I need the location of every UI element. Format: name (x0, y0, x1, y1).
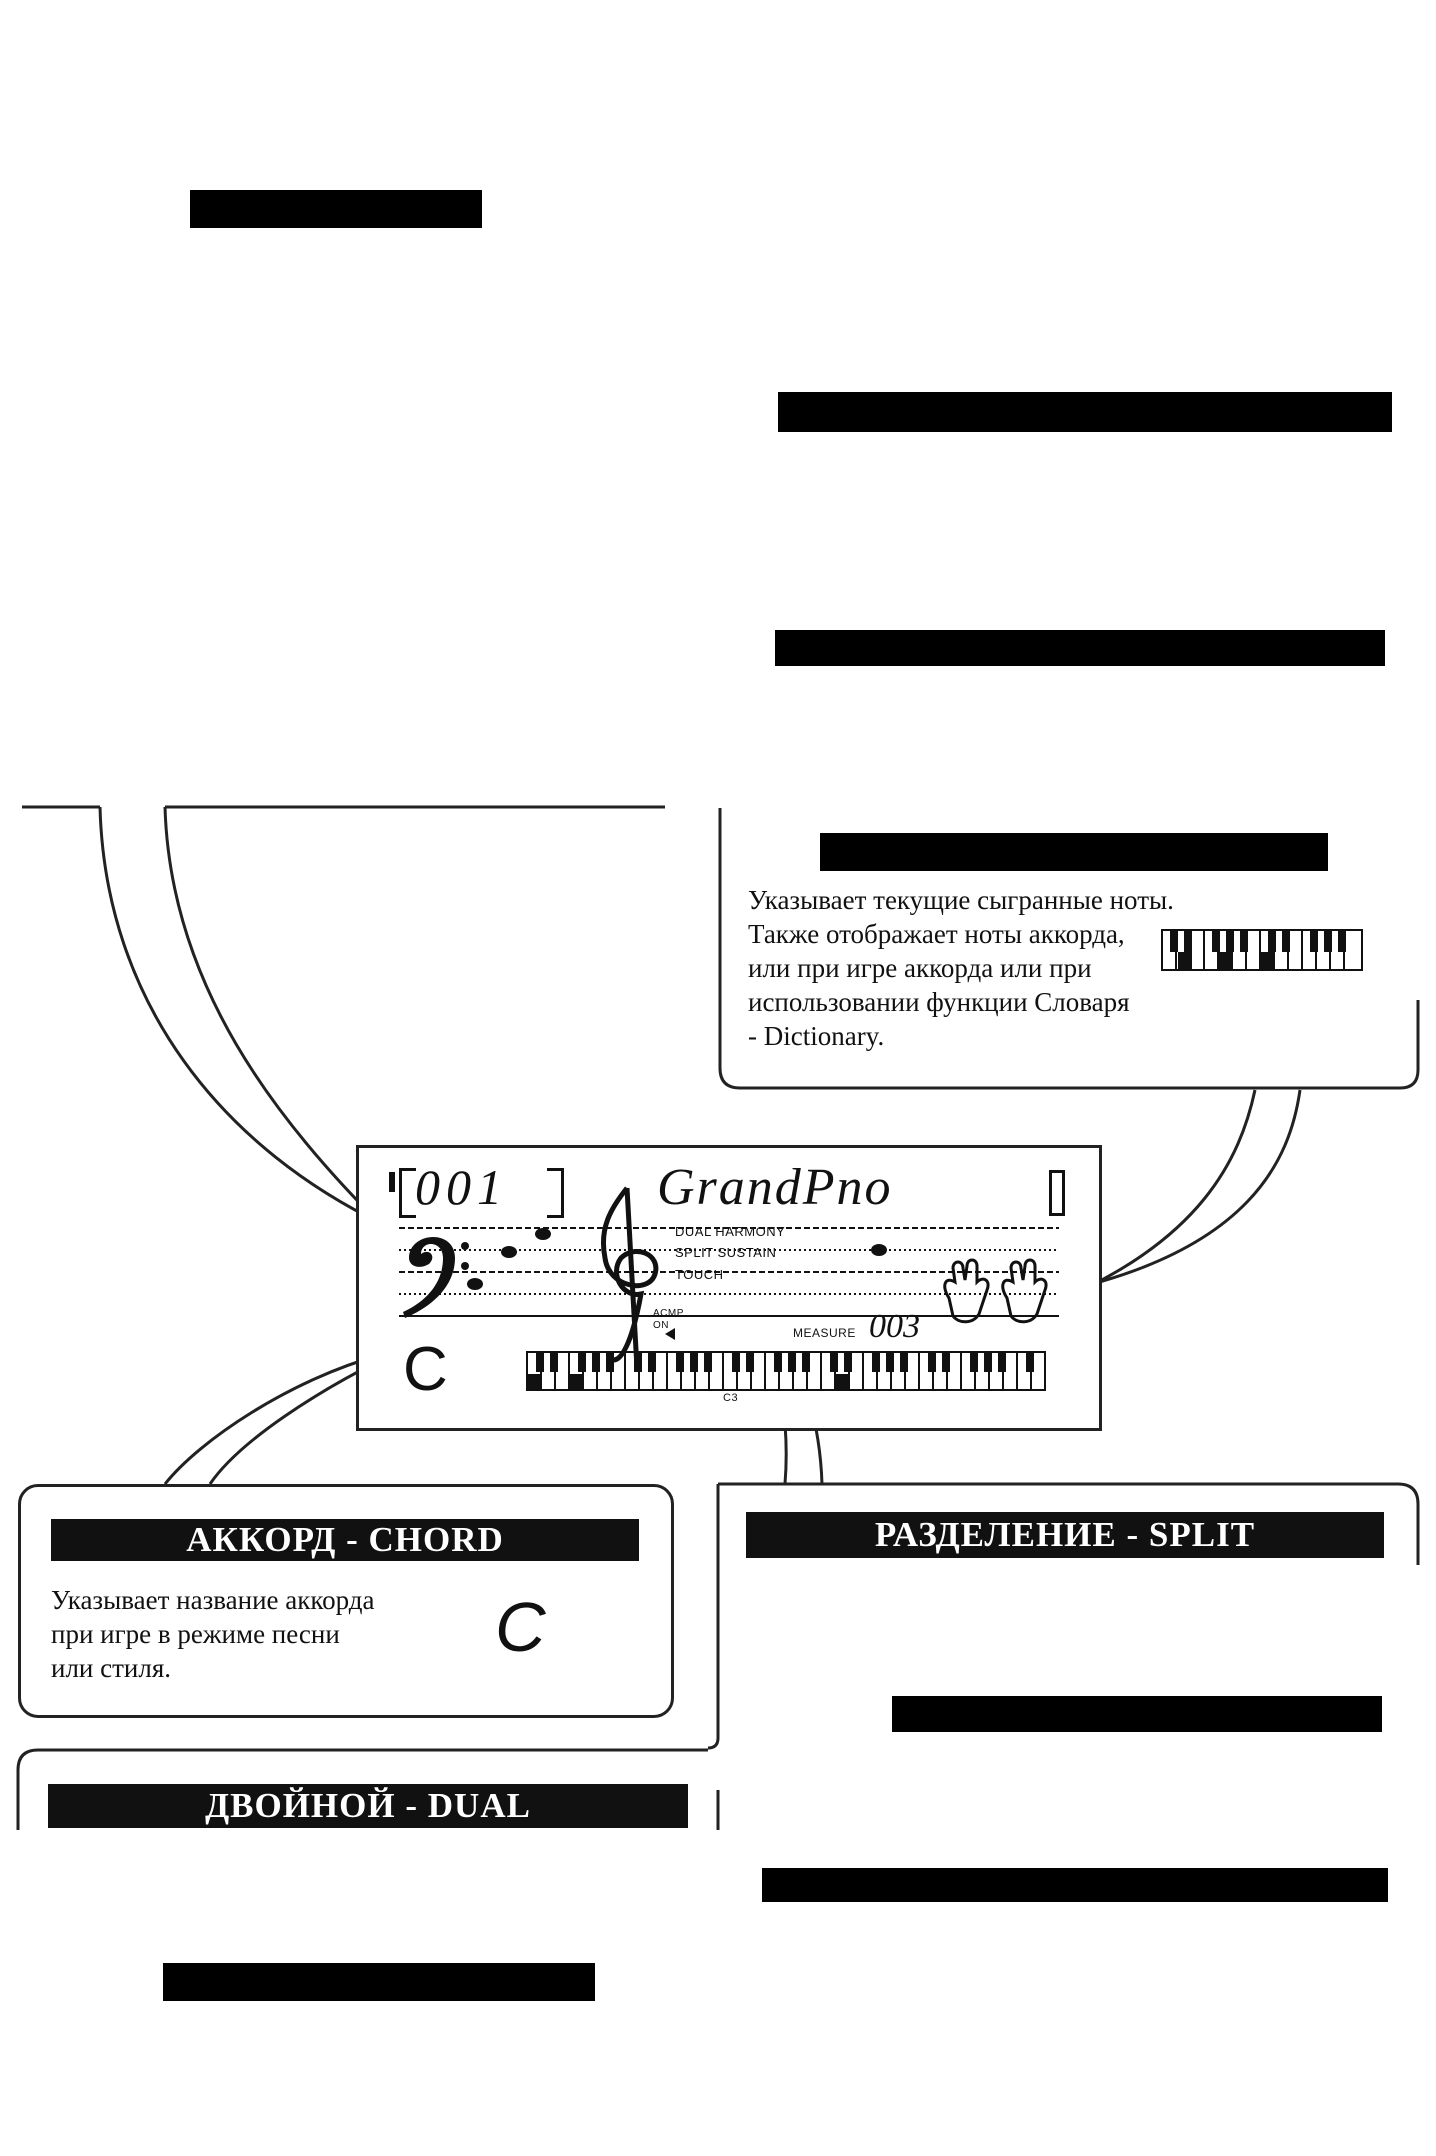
dual-callout-title: ДВОЙНОЙ - DUAL (48, 1784, 688, 1828)
lcd-chord-display: C (403, 1335, 448, 1404)
redacted-heading-notes (820, 833, 1328, 871)
lcd-label-acmp: ACMP (653, 1308, 684, 1319)
chord-callout: АККОРД - CHORD Указывает название аккорд… (18, 1484, 674, 1718)
redacted-heading-3 (775, 630, 1385, 666)
notes-callout-text: Указывает текущие сыгранные ноты. Также … (748, 883, 1228, 1053)
lcd-number-bracket-right (547, 1168, 564, 1218)
left-hand-icon (943, 1258, 990, 1324)
lcd-keyboard-icon (526, 1351, 1046, 1391)
chord-symbol-sample: C (495, 1588, 546, 1666)
chord-line-2: при игре в режиме песни (51, 1619, 340, 1649)
lcd-graphics (399, 1186, 1059, 1391)
lcd-left-mark (389, 1172, 395, 1192)
redacted-heading-split-body (892, 1696, 1382, 1732)
lcd-display: 001 GrandPno DUAL HARMONY SPLIT SUSTAIN … (356, 1145, 1102, 1431)
note-4 (871, 1244, 887, 1256)
lcd-label-c3: C3 (723, 1392, 739, 1404)
lcd-number-bracket-left (399, 1168, 416, 1218)
treble-clef-icon (601, 1186, 659, 1369)
redacted-heading-1 (190, 190, 482, 228)
note-2 (535, 1228, 551, 1240)
notes-line-1: Указывает текущие сыгранные ноты. (748, 885, 1174, 915)
lcd-label-touch: TOUCH (675, 1267, 724, 1282)
lcd-label-dual-harmony: DUAL HARMONY (675, 1224, 786, 1239)
chord-line-3: или стиля. (51, 1653, 171, 1683)
redacted-heading-2 (778, 392, 1392, 432)
chord-callout-text: Указывает название аккорда при игре в ре… (51, 1583, 451, 1685)
lcd-song-number: 001 (415, 1159, 508, 1215)
note-3 (467, 1278, 483, 1290)
lcd-label-split-sustain: SPLIT SUSTAIN (675, 1245, 777, 1260)
notes-line-2: Также отображает ноты аккорда, (748, 919, 1125, 949)
lcd-right-indicator (1049, 1170, 1065, 1216)
notes-line-4: использовании функции Словаря (748, 987, 1130, 1017)
note-1 (501, 1246, 517, 1258)
right-hand-icon (1001, 1258, 1048, 1324)
redacted-heading-6 (163, 1963, 595, 2001)
bass-clef-icon (403, 1236, 469, 1318)
lcd-voice-name: GrandPno (657, 1159, 893, 1216)
redacted-heading-5 (762, 1868, 1388, 1902)
notes-line-3: или при игре аккорда или при (748, 953, 1092, 983)
lcd-measure-value: 003 (869, 1308, 920, 1345)
acmp-arrow-icon (665, 1328, 675, 1340)
split-callout-title: РАЗДЕЛЕНИЕ - SPLIT (746, 1512, 1384, 1558)
chord-callout-title: АККОРД - CHORD (51, 1519, 639, 1561)
lcd-label-on: ON (653, 1320, 669, 1331)
notes-line-5: - Dictionary. (748, 1021, 885, 1051)
lcd-label-measure: MEASURE (793, 1326, 856, 1340)
chord-line-1: Указывает название аккорда (51, 1585, 375, 1615)
